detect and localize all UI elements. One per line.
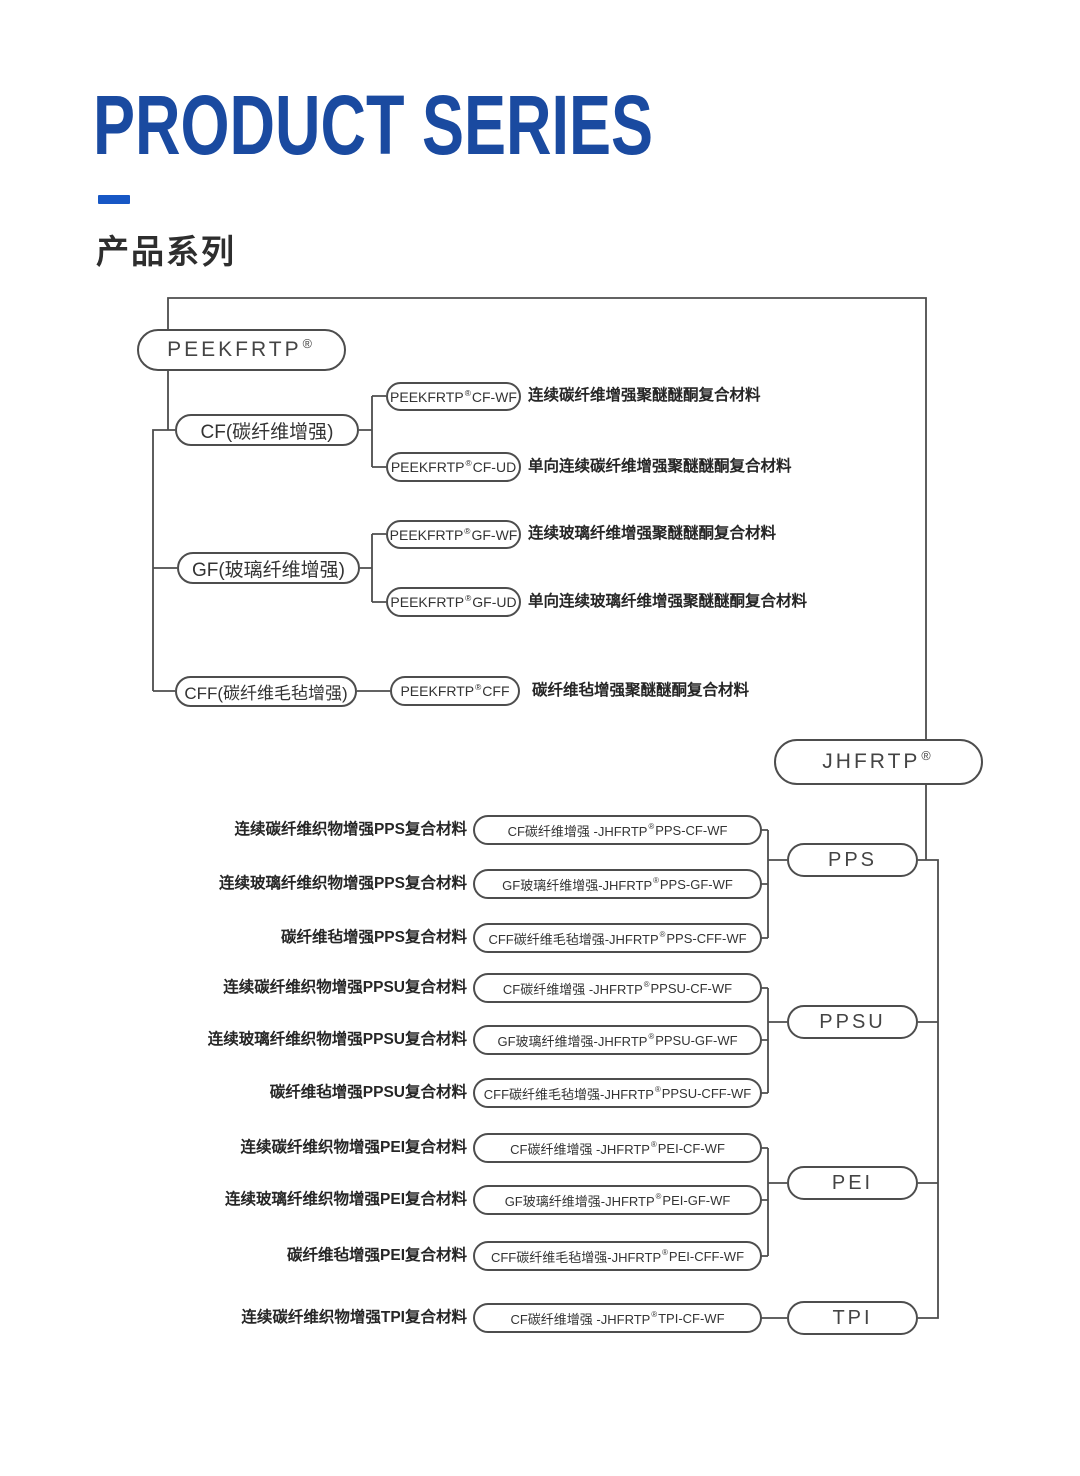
row-pill-ppsu-gf-post: PPSU-GF-WF [655, 1032, 738, 1048]
registered-mark: ® [475, 682, 482, 693]
row-label-tpi-cf: 连续碳纤维织物增强TPI复合材料 [241, 1309, 467, 1326]
product-desc-gf-ud: 单向连续玻璃纤维增强聚醚醚酮复合材料 [528, 593, 808, 610]
row-pill-ppsu-cf-post: PPSU-CF-WF [650, 980, 733, 996]
row-label-pps-cff: 碳纤维毡增强PPS复合材料 [280, 929, 467, 946]
row-pill-pps-cf-pre: CF碳纤维增强 -JHFRTP [507, 823, 648, 839]
row-pill-pps-gf-post: PPS-GF-WF [659, 876, 733, 892]
row-pill-ppsu-cf-pre: CF碳纤维增强 -JHFRTP [502, 981, 643, 997]
row-label-pei-cf: 连续碳纤维织物增强PEI复合材料 [240, 1139, 467, 1156]
product-pill-gf-wf-post: GF-WF [471, 526, 518, 543]
row-pill-ppsu-cf: CF碳纤维增强 -JHFRTP®PPSU-CF-WF [473, 973, 762, 1003]
product-desc-cf-wf: 连续碳纤维增强聚醚醚酮复合材料 [528, 387, 761, 404]
row-pill-ppsu-gf: GF玻璃纤维增强-JHFRTP®PPSU-GF-WF [473, 1025, 762, 1055]
row-pill-tpi-cf: CF碳纤维增强 -JHFRTP®TPI-CF-WF [473, 1303, 762, 1333]
registered-mark: ® [659, 930, 666, 939]
registered-mark: ® [648, 1032, 655, 1041]
registered-mark: ® [648, 822, 655, 831]
jhfrtp-root-text: JHFRTP [822, 750, 921, 773]
row-pill-pps-cff: CFF碳纤维毛毡增强-JHFRTP®PPS-CFF-WF [473, 923, 762, 953]
registered-mark: ® [653, 876, 659, 885]
row-pill-pps-cff-post: PPS-CFF-WF [666, 930, 747, 946]
row-pill-pps-gf-pre: GF玻璃纤维增强-JHFRTP [502, 877, 653, 893]
product-pill-cf-wf-pre: PEEKFRTP [390, 388, 464, 405]
pill-peekfrtp-root: PEEKFRTP® [137, 329, 346, 371]
row-pill-pps-cf: CF碳纤维增强 -JHFRTP®PPS-CF-WF [473, 815, 762, 845]
product-pill-cff-post: CFF [482, 683, 510, 699]
row-pill-tpi-cf-post: TPI-CF-WF [658, 1310, 725, 1326]
product-pill-cf-ud: PEEKFRTP®CF-UD [386, 452, 521, 482]
row-pill-pps-cff-pre: CFF碳纤维毛毡增强-JHFRTP [488, 931, 659, 947]
registered-mark: ® [302, 337, 315, 352]
group-pei-label: PEI [831, 1171, 874, 1194]
row-pill-pei-gf: GF玻璃纤维增强-JHFRTP®PEI-GF-WF [473, 1185, 762, 1215]
product-pill-cf-ud-pre: PEEKFRTP [390, 459, 465, 475]
product-pill-cf-wf: PEEKFRTP®CF-WF [386, 382, 521, 411]
product-pill-gf-ud-post: GF-UD [472, 594, 517, 610]
product-pill-gf-wf-pre: PEEKFRTP [389, 526, 464, 543]
row-pill-pei-gf-post: PEI-GF-WF [662, 1192, 731, 1208]
registered-mark: ® [651, 1310, 658, 1319]
registered-mark: ® [643, 980, 650, 989]
pill-group-pei: PEI [787, 1166, 918, 1200]
row-pill-pps-cf-post: PPS-CF-WF [655, 822, 728, 838]
product-pill-gf-ud: PEEKFRTP®GF-UD [386, 587, 521, 617]
pill-group-tpi: TPI [787, 1301, 918, 1335]
row-pill-pei-cf-pre: CF碳纤维增强 -JHFRTP [510, 1141, 650, 1157]
row-pill-pei-cf: CF碳纤维增强 -JHFRTP®PEI-CF-WF [473, 1133, 762, 1163]
product-pill-gf-ud-pre: PEEKFRTP [390, 594, 465, 610]
pill-group-ppsu: PPSU [787, 1005, 918, 1039]
product-pill-cff: PEEKFRTP®CFF [390, 676, 520, 706]
pill-jhfrtp-root: JHFRTP® [774, 739, 983, 785]
registered-mark: ® [464, 525, 471, 536]
row-pill-pei-cff-post: PEI-CFF-WF [668, 1248, 745, 1264]
group-ppsu-label: PPSU [819, 1010, 886, 1033]
row-label-ppsu-cf: 连续碳纤维织物增强PPSU复合材料 [223, 979, 467, 996]
row-pill-tpi-cf-pre: CF碳纤维增强 -JHFRTP [510, 1311, 651, 1327]
row-pill-pei-cf-post: PEI-CF-WF [657, 1140, 725, 1156]
row-pill-ppsu-cff-post: PPSU-CFF-WF [661, 1085, 752, 1101]
product-pill-cf-ud-post: CF-UD [472, 459, 517, 475]
row-label-pps-cf: 连续碳纤维织物增强PPS复合材料 [234, 821, 467, 838]
branch-cf-label: CF(碳纤维增强) [200, 421, 334, 443]
title-dash [98, 195, 130, 204]
row-pill-pei-cff: CFF碳纤维毛毡增强-JHFRTP®PEI-CFF-WF [473, 1241, 762, 1271]
page-subtitle: 产品系列 [96, 233, 236, 270]
group-pps-label: PPS [827, 848, 878, 871]
page-title: PRODUCT SERIES [93, 78, 654, 172]
product-pill-cff-pre: PEEKFRTP [400, 683, 475, 699]
registered-mark: ® [465, 593, 472, 604]
branch-gf-label: GF(玻璃纤维增强) [191, 559, 346, 581]
row-pill-pei-gf-pre: GF玻璃纤维增强-JHFRTP [504, 1193, 655, 1209]
row-pill-pps-gf: GF玻璃纤维增强-JHFRTP®PPS-GF-WF [473, 869, 762, 899]
row-label-pei-cff: 碳纤维毡增强PEI复合材料 [287, 1247, 467, 1264]
product-desc-cf-ud: 单向连续碳纤维增强聚醚醚酮复合材料 [528, 458, 792, 475]
row-pill-pei-cff-pre: CFF碳纤维毛毡增强-JHFRTP [490, 1249, 662, 1265]
row-label-ppsu-cff: 碳纤维毡增强PPSU复合材料 [269, 1084, 467, 1101]
pill-branch-cf: CF(碳纤维增强) [175, 414, 359, 446]
registered-mark: ® [650, 1140, 657, 1149]
pill-branch-gf: GF(玻璃纤维增强) [177, 552, 360, 584]
registered-mark: ® [464, 387, 471, 398]
product-pill-gf-wf: PEEKFRTP®GF-WF [386, 520, 521, 549]
row-label-ppsu-gf: 连续玻璃纤维织物增强PPSU复合材料 [207, 1031, 467, 1048]
product-pill-cf-wf-post: CF-WF [471, 388, 517, 405]
row-label-pei-gf: 连续玻璃纤维织物增强PEI复合材料 [225, 1191, 467, 1208]
pill-branch-cff: CFF(碳纤维毛毡增强) [175, 676, 357, 707]
pill-group-pps: PPS [787, 843, 918, 877]
product-desc-gf-wf: 连续玻璃纤维增强聚醚醚酮复合材料 [528, 525, 777, 542]
registered-mark: ® [654, 1085, 661, 1094]
registered-mark: ® [465, 458, 472, 469]
registered-mark: ® [655, 1192, 662, 1201]
row-pill-ppsu-gf-pre: GF玻璃纤维增强-JHFRTP [497, 1033, 648, 1049]
registered-mark: ® [662, 1248, 668, 1257]
registered-mark: ® [921, 749, 934, 764]
row-pill-ppsu-cff-pre: CFF碳纤维毛毡增强-JHFRTP [483, 1086, 654, 1102]
row-pill-ppsu-cff: CFF碳纤维毛毡增强-JHFRTP®PPSU-CFF-WF [473, 1078, 762, 1108]
product-desc-cff: 碳纤维毡增强聚醚醚酮复合材料 [532, 682, 750, 699]
group-tpi-label: TPI [832, 1306, 873, 1329]
row-label-pps-gf: 连续玻璃纤维织物增强PPS复合材料 [218, 875, 467, 892]
branch-cff-label: CFF(碳纤维毛毡增强) [184, 684, 348, 703]
peekfrtp-root-text: PEEKFRTP [167, 338, 302, 361]
